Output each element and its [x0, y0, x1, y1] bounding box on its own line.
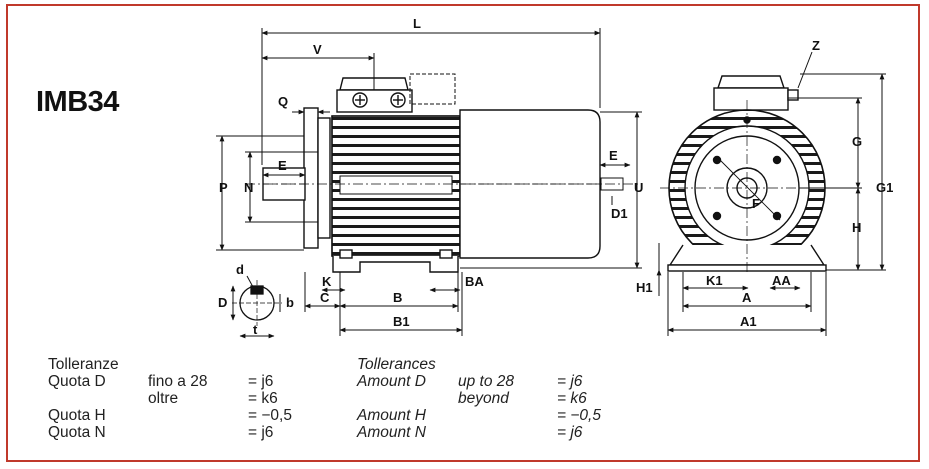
tol-en-cond-1: beyond	[458, 390, 509, 407]
label-A: A	[742, 290, 752, 305]
drawing-frame	[6, 4, 920, 462]
label-Q: Q	[278, 94, 288, 109]
tol-en-label-2: Amount H	[357, 407, 426, 424]
side-view	[245, 73, 640, 273]
label-H: H	[852, 220, 861, 235]
shaft-section-detail	[230, 275, 282, 339]
tol-it-label-3: Quota N	[48, 424, 106, 441]
tol-it-label-2: Quota H	[48, 407, 106, 424]
dimension-labels: L V Q E P N U E D1 K C B BA B1 d D b t Z…	[218, 16, 893, 337]
front-view	[660, 75, 835, 275]
label-G1: G1	[876, 180, 893, 195]
label-G: G	[852, 134, 862, 149]
tol-en-label-0: Amount D	[357, 373, 426, 390]
label-H1: H1	[636, 280, 653, 295]
label-A1: A1	[740, 314, 757, 329]
label-Z: Z	[812, 38, 820, 53]
tol-it-value-0: = j6	[248, 373, 274, 390]
label-V: V	[313, 42, 322, 57]
tol-en-value-1: = k6	[557, 390, 587, 407]
tol-en-value-0: = j6	[557, 373, 583, 390]
label-AA: AA	[772, 273, 791, 288]
label-E-rear: E	[609, 148, 618, 163]
tol-it-value-3: = j6	[248, 424, 274, 441]
model-title: IMB34	[36, 86, 119, 118]
side-view-dimensions	[216, 28, 642, 336]
tol-en-value-2: = −0,5	[557, 407, 601, 424]
label-U: U	[634, 180, 643, 195]
tolerances-it-heading: Tolleranze	[48, 356, 119, 373]
label-D1: D1	[611, 206, 628, 221]
label-B1: B1	[393, 314, 410, 329]
tol-it-label-0: Quota D	[48, 373, 106, 390]
label-K: K	[322, 274, 332, 289]
tol-it-value-1: = k6	[248, 390, 278, 407]
label-L: L	[413, 16, 421, 31]
label-d: d	[236, 262, 244, 277]
tol-en-cond-0: up to 28	[458, 373, 515, 390]
label-D: D	[218, 295, 227, 310]
front-view-dimensions	[656, 51, 886, 336]
tol-it-value-2: = −0,5	[248, 407, 292, 424]
label-C: C	[320, 290, 330, 305]
tol-it-cond-1: oltre	[148, 390, 179, 407]
label-b: b	[286, 295, 294, 310]
label-N: N	[244, 180, 253, 195]
label-t: t	[253, 322, 258, 337]
tol-en-value-3: = j6	[557, 424, 583, 441]
label-P: P	[219, 180, 228, 195]
label-K1: K1	[706, 273, 723, 288]
label-E: E	[278, 158, 287, 173]
label-BA: BA	[465, 274, 484, 289]
tolerances-en-heading: Tollerances	[357, 356, 436, 373]
label-B: B	[393, 290, 402, 305]
tol-en-label-3: Amount N	[357, 424, 426, 441]
label-F: F	[752, 196, 760, 211]
tol-it-cond-0: fino a 28	[148, 373, 208, 390]
